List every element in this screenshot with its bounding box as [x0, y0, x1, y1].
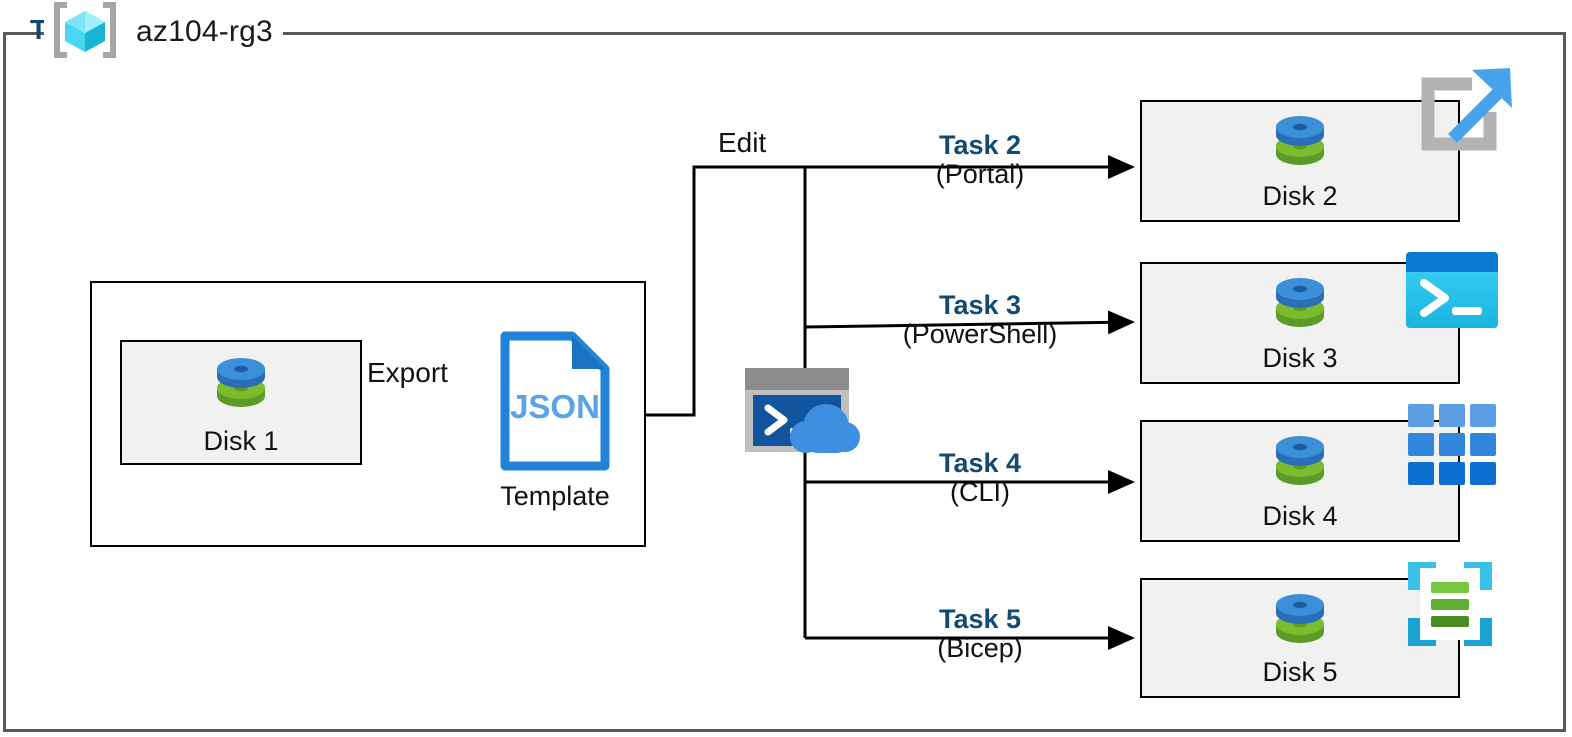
resource-group-cube-icon	[48, 1, 122, 64]
managed-disk-icon	[1272, 432, 1328, 503]
task5-title: Task 5	[938, 604, 1022, 634]
task2-title: Task 2	[938, 130, 1022, 160]
azure-cli-icon[interactable]	[1406, 402, 1498, 493]
json-file-icon: JSON	[496, 331, 614, 476]
task4-method: (CLI)	[950, 477, 1010, 508]
disk4-label: Disk 4	[1262, 501, 1338, 531]
managed-disk-icon	[1272, 112, 1328, 183]
disk3-label: Disk 3	[1262, 343, 1338, 373]
export-label: Export	[367, 357, 448, 388]
managed-disk-icon	[1272, 274, 1328, 345]
task5-edge-label: Task 5 (Bicep)	[830, 604, 1130, 664]
disk2-label: Disk 2	[1262, 181, 1338, 211]
azure-cloud-shell-icon[interactable]	[742, 365, 864, 460]
managed-disk-icon	[1272, 590, 1328, 661]
task2-edge-label: Task 2 (Portal)	[830, 130, 1130, 190]
resource-group-name: az104-rg3	[136, 15, 273, 48]
resource-group-frame	[3, 32, 1566, 732]
disk1-label: Disk 1	[203, 426, 279, 456]
disk5-card[interactable]: Disk 5	[1140, 578, 1460, 698]
edit-label: Edit	[718, 127, 767, 158]
task4-title: Task 4	[938, 448, 1022, 478]
disk4-card[interactable]: Disk 4	[1140, 420, 1460, 542]
task4-edge-label: Task 4 (CLI)	[830, 448, 1130, 508]
managed-disk-icon	[213, 354, 269, 425]
svg-text:JSON: JSON	[510, 388, 600, 425]
bicep-icon[interactable]	[1404, 558, 1496, 655]
task3-title: Task 3	[938, 290, 1022, 320]
disk2-card[interactable]: Disk 2	[1140, 100, 1460, 222]
template-caption: Template	[500, 481, 610, 511]
template-block[interactable]: JSON Template	[470, 330, 640, 512]
task2-method: (Portal)	[935, 159, 1025, 190]
resource-group-header: az104-rg3	[44, 0, 283, 64]
disk1-card[interactable]: Disk 1	[120, 340, 362, 465]
disk5-label: Disk 5	[1262, 657, 1338, 687]
azure-portal-icon[interactable]	[1406, 62, 1518, 175]
task3-edge-label: Task 3 (PowerShell)	[830, 290, 1130, 350]
powershell-icon[interactable]	[1404, 250, 1500, 335]
task3-method: (PowerShell)	[902, 319, 1058, 350]
task5-method: (Bicep)	[937, 633, 1023, 664]
